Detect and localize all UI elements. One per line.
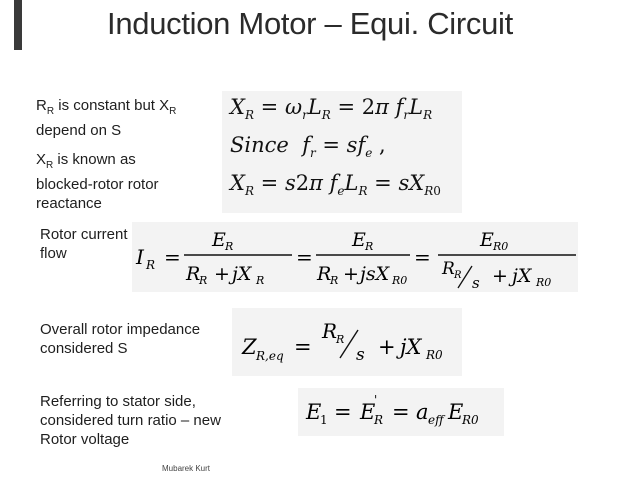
svg-text:R: R bbox=[145, 258, 155, 272]
equation-box-reactance: XR = ωrLR = 2π frLR Since fr = sfe , XR … bbox=[222, 91, 462, 213]
note-overall-impedance: Overall rotor impedance considered S bbox=[40, 320, 200, 358]
footer-author: Mubarek Kurt bbox=[162, 464, 211, 473]
svg-text:R: R bbox=[316, 263, 331, 285]
svg-text:R0: R0 bbox=[461, 413, 479, 427]
svg-text:R: R bbox=[329, 274, 338, 287]
svg-text:E: E bbox=[305, 400, 321, 424]
svg-text:R: R bbox=[373, 413, 383, 427]
svg-text:1: 1 bbox=[320, 413, 328, 427]
note-text: blocked-rotor rotor bbox=[36, 176, 159, 193]
equation-rotor-voltage: E 1 = E ' R = a eff E R0 bbox=[305, 393, 479, 427]
svg-text:a: a bbox=[416, 400, 429, 424]
svg-text:E: E bbox=[351, 229, 366, 251]
svg-text:=: = bbox=[294, 335, 312, 359]
note-text: flow bbox=[40, 245, 67, 262]
equation-impedance: Z R,eq = R R s + jX R0 bbox=[241, 319, 443, 365]
svg-text:R: R bbox=[198, 274, 207, 287]
equation-xr-definition: XR = ωrLR = 2π frLR bbox=[230, 95, 433, 123]
note-subscript: R bbox=[46, 160, 54, 171]
svg-text:+: + bbox=[214, 263, 230, 285]
note-text: considered S bbox=[40, 340, 128, 357]
note-text: Rotor voltage bbox=[40, 431, 130, 448]
svg-text:R: R bbox=[453, 270, 462, 281]
equation-rotor-current: I R = E R R R + jX R = E R R R + jsX R0 … bbox=[135, 229, 576, 292]
svg-text:R: R bbox=[224, 240, 233, 253]
note-rr-constant: RR is constant but XR depend on S bbox=[36, 96, 176, 140]
svg-text:R: R bbox=[364, 240, 373, 253]
svg-text:R: R bbox=[185, 263, 200, 285]
svg-text:=: = bbox=[392, 400, 410, 424]
svg-text:E: E bbox=[211, 229, 226, 251]
svg-text:=: = bbox=[164, 245, 181, 269]
svg-text:eff: eff bbox=[428, 413, 446, 427]
note-text: R bbox=[36, 97, 47, 114]
svg-text:R0: R0 bbox=[492, 240, 508, 253]
svg-text:=: = bbox=[414, 245, 431, 269]
note-subscript: R bbox=[46, 106, 55, 117]
note-text: is known as bbox=[53, 151, 136, 168]
svg-text:jX: jX bbox=[396, 335, 423, 359]
svg-text:E: E bbox=[447, 400, 463, 424]
svg-text:+: + bbox=[492, 265, 508, 287]
svg-text:+: + bbox=[378, 335, 396, 359]
equation-box-rotor-current: I R = E R R R + jX R = E R R R + jsX R0 … bbox=[132, 222, 578, 292]
svg-text:s: s bbox=[472, 274, 480, 292]
svg-text:R0: R0 bbox=[535, 276, 551, 289]
svg-text:jX: jX bbox=[228, 263, 253, 285]
accent-bar bbox=[14, 0, 22, 50]
svg-text:Z: Z bbox=[241, 335, 257, 359]
svg-text:I: I bbox=[135, 245, 145, 269]
note-text: depend on S bbox=[36, 122, 122, 139]
svg-text:jsX: jsX bbox=[356, 263, 391, 285]
note-text: Overall rotor impedance bbox=[40, 321, 201, 338]
note-rotor-current: Rotor current flow bbox=[40, 225, 128, 263]
svg-text:=: = bbox=[334, 400, 352, 424]
svg-text:jX: jX bbox=[508, 265, 533, 287]
svg-text:R: R bbox=[321, 319, 337, 343]
svg-text:R: R bbox=[441, 259, 455, 279]
svg-text:=: = bbox=[296, 245, 313, 269]
note-text: is constant but X bbox=[54, 97, 170, 114]
svg-text:E: E bbox=[359, 400, 375, 424]
note-text: X bbox=[36, 151, 47, 168]
svg-text:': ' bbox=[374, 393, 377, 407]
svg-text:R,eq: R,eq bbox=[255, 349, 284, 363]
slide-title: Induction Motor – Equi. Circuit bbox=[107, 6, 513, 41]
note-subscript: R bbox=[169, 106, 177, 117]
equation-xr-slip: XR = s2π feLR = sXR0 bbox=[230, 171, 441, 199]
svg-text:R0: R0 bbox=[391, 274, 407, 287]
svg-text:R: R bbox=[255, 274, 264, 287]
equation-since-fr: Since fr = sfe , bbox=[230, 133, 386, 161]
note-xr-known: XR is known as blocked-rotor rotor react… bbox=[36, 150, 159, 213]
svg-text:E: E bbox=[479, 229, 494, 251]
svg-text:+: + bbox=[343, 263, 359, 285]
svg-text:s: s bbox=[356, 345, 365, 365]
note-text: Rotor current bbox=[40, 226, 128, 243]
equation-box-rotor-voltage: E 1 = E ' R = a eff E R0 bbox=[298, 388, 504, 436]
equation-box-impedance: Z R,eq = R R s + jX R0 bbox=[232, 308, 462, 376]
svg-text:R0: R0 bbox=[425, 348, 443, 362]
svg-text:R: R bbox=[335, 333, 344, 346]
note-referring: Referring to stator side, considered tur… bbox=[40, 392, 221, 449]
note-text: considered turn ratio – new bbox=[40, 412, 221, 429]
note-text: reactance bbox=[36, 195, 102, 212]
note-text: Referring to stator side, bbox=[40, 393, 196, 410]
